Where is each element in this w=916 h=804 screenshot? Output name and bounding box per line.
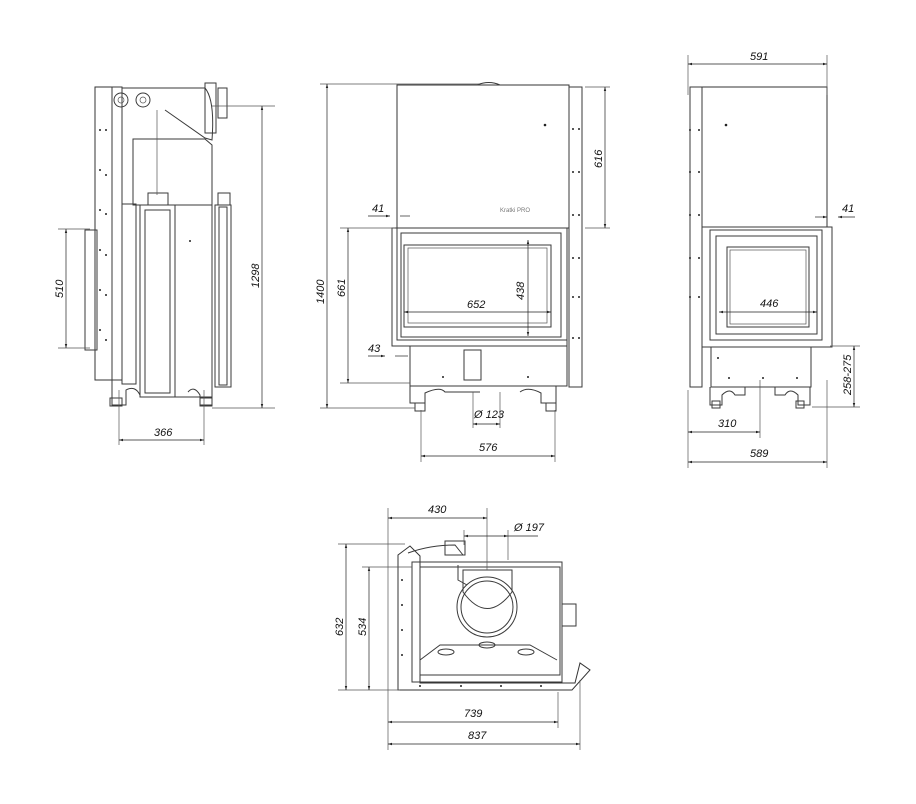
svg-text:Kratki PRO: Kratki PRO (500, 208, 530, 214)
dim-front-flue: Ø 123 (473, 409, 505, 421)
dim-top-width-outer: 837 (468, 730, 487, 742)
dim-right-top-width: 591 (750, 51, 768, 63)
dim-top-width-inner: 739 (464, 708, 482, 720)
dim-front-offset-bottom: 43 (368, 343, 381, 355)
dim-front-glass-width: 652 (467, 299, 485, 311)
dim-front-glass-height: 438 (515, 281, 527, 300)
dim-front-hood: 616 (593, 149, 605, 168)
dim-side-depth: 366 (154, 427, 173, 439)
front-view: Kratki PRO 1400 616 (315, 82, 610, 462)
dim-right-offset: 41 (842, 203, 854, 215)
dim-top-flue-offset: 430 (428, 504, 447, 516)
dim-front-height: 1400 (315, 279, 327, 304)
dim-front-door: 661 (336, 279, 348, 297)
dim-right-flue-offset: 310 (718, 418, 737, 430)
brand-logo: Kratki PRO (500, 208, 530, 214)
dim-right-bottom-width: 589 (750, 448, 768, 460)
side-view: 1298 510 366 (54, 82, 275, 445)
right-view: 591 41 446 258-275 310 589 (687, 51, 860, 468)
dim-right-base-height: 258-275 (842, 354, 854, 396)
dim-front-offset-top: 41 (372, 203, 384, 215)
dim-front-feet: 576 (479, 442, 498, 454)
top-view: 430 Ø 197 632 534 739 837 (334, 504, 591, 750)
dim-top-flue-diameter: Ø 197 (513, 522, 545, 534)
dim-right-glass-width: 446 (760, 298, 779, 310)
dim-top-depth-outer: 632 (334, 618, 346, 636)
dim-side-height: 1298 (250, 263, 262, 288)
dim-side-glass: 510 (54, 279, 66, 298)
dim-top-depth-inner: 534 (357, 618, 369, 636)
